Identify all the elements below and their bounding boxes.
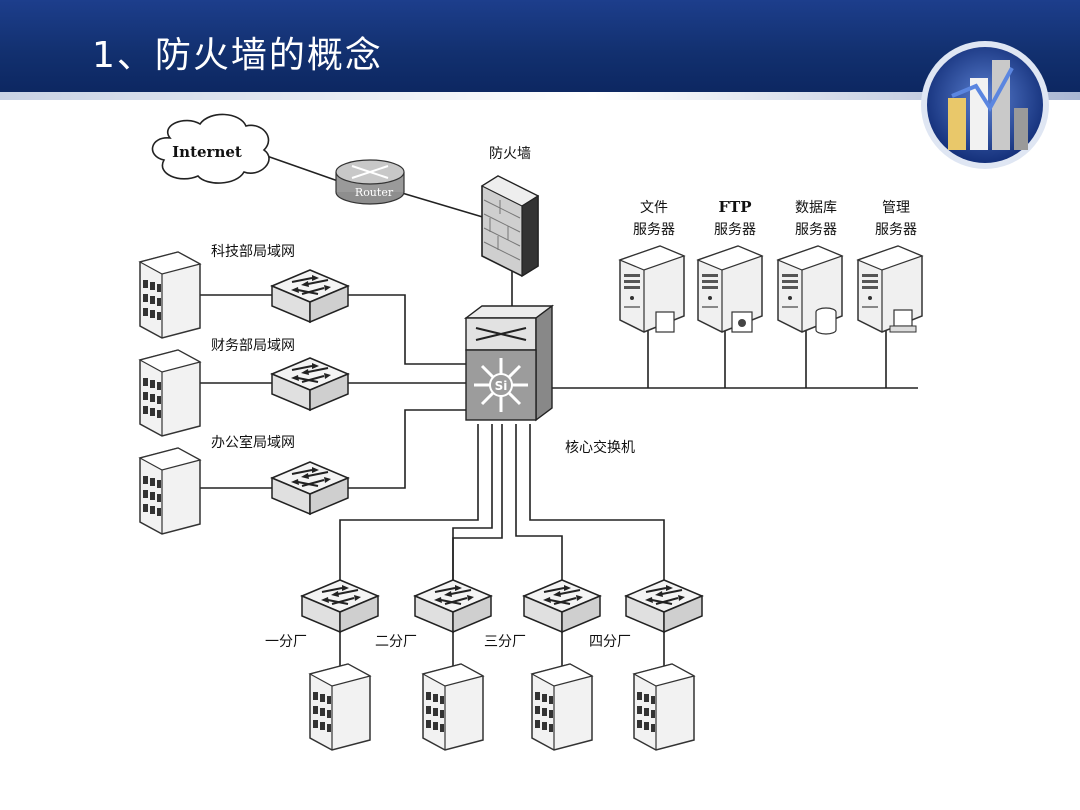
chart-logo-icon [921, 41, 1049, 169]
server-label-line1: 管理 [882, 200, 910, 216]
branch-3: 三分厂 [484, 579, 601, 751]
connection-lines [200, 154, 918, 668]
router-label: Router [355, 186, 394, 199]
server-label-line2: 服务器 [875, 222, 917, 238]
server-database: 数据库 服务器 [777, 200, 843, 335]
lan-label: 办公室局域网 [211, 434, 295, 451]
server-ftp: FTP 服务器 [697, 198, 763, 333]
branch-label: 四分厂 [589, 634, 631, 650]
branch-label: 二分厂 [375, 634, 417, 650]
branch-label: 一分厂 [265, 634, 307, 650]
header-stripe [0, 92, 1080, 100]
branch-4: 四分厂 [589, 579, 703, 751]
core-switch-label: 核心交换机 [565, 439, 635, 456]
router: Router [335, 159, 405, 205]
server-management: 管理 服务器 [857, 200, 923, 333]
internet-label: Internet [172, 143, 242, 161]
firewall-label: 防火墙 [489, 146, 531, 162]
slide-title: 1、防火墙的概念 [92, 35, 383, 76]
lan-office: 办公室局域网 [139, 434, 349, 535]
lan-label: 科技部局域网 [211, 244, 295, 260]
lan-tech: 科技部局域网 [139, 244, 349, 339]
branch-1: 一分厂 [265, 579, 379, 751]
server-file: 文件 服务器 [619, 200, 685, 333]
core-switch: Si 核心交换机 [463, 304, 635, 456]
lan-label: 财务部局域网 [211, 338, 295, 354]
core-switch-mark: Si [495, 379, 508, 393]
header-bar [0, 0, 1080, 96]
internet-cloud: Internet [151, 113, 270, 184]
server-label-line1: FTP [718, 198, 751, 216]
branch-2: 二分厂 [375, 579, 492, 751]
branch-label: 三分厂 [484, 634, 526, 650]
lan-finance: 财务部局域网 [139, 338, 349, 437]
server-label-line2: 服务器 [714, 222, 756, 238]
server-label-line2: 服务器 [795, 222, 837, 238]
server-label-line2: 服务器 [633, 222, 675, 238]
firewall: 防火墙 [480, 146, 540, 278]
server-label-line1: 数据库 [795, 200, 837, 216]
server-label-line1: 文件 [640, 200, 668, 216]
